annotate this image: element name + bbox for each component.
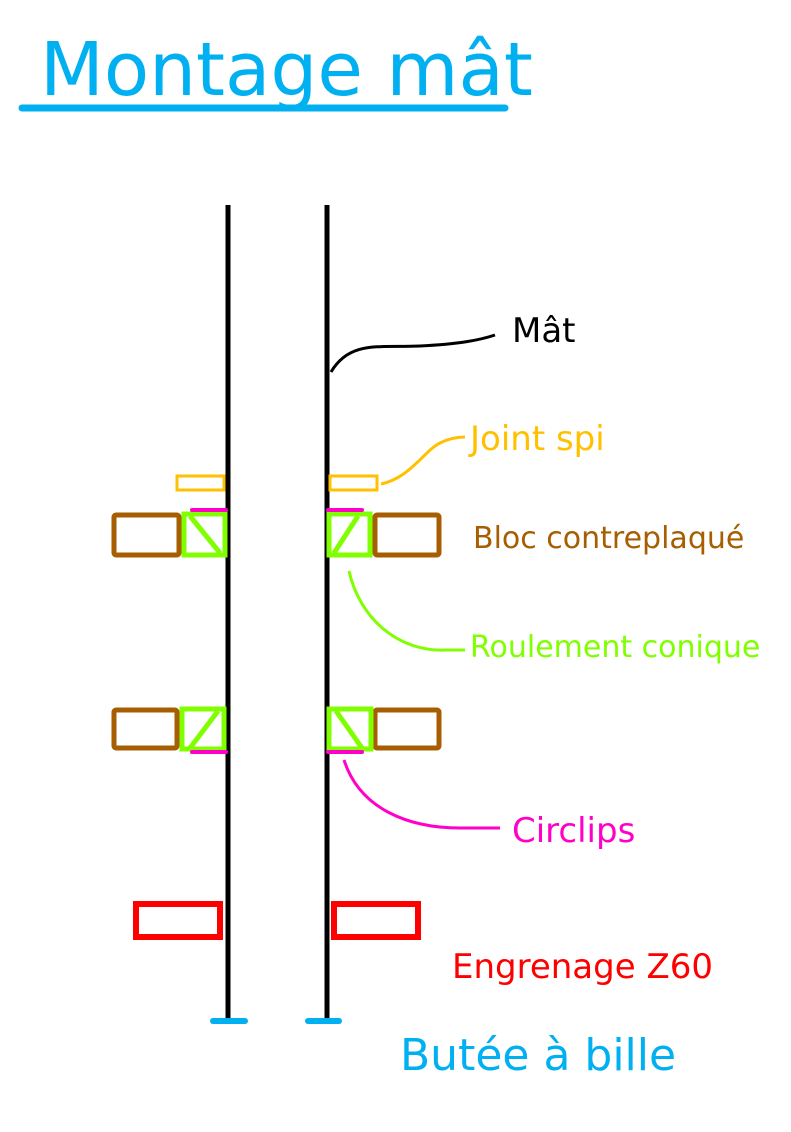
plywood-block-top-right <box>372 512 442 558</box>
tapered-bearing-top-left <box>181 511 228 558</box>
gear-right <box>331 901 421 940</box>
tapered-bearing-bottom-left <box>179 706 227 752</box>
tapered-bearing-bottom-right <box>326 706 374 752</box>
bearing-diagonal <box>188 514 222 555</box>
bearing-diagonal <box>188 709 220 750</box>
leader-line-joint-spi <box>380 435 466 486</box>
label-circlips: Circlips <box>512 811 635 851</box>
bearing-diagonal <box>331 514 361 555</box>
label-engrenage: Engrenage Z60 <box>452 947 713 987</box>
leader-line-mat <box>329 333 496 373</box>
leader-line-roulement <box>347 570 465 652</box>
shaft-seal-right <box>328 474 379 492</box>
plywood-block-bottom-right <box>372 707 442 751</box>
label-butee: Butée à bille <box>400 1030 676 1081</box>
label-roulement-conique: Roulement conique <box>470 630 760 665</box>
title: Montage mât <box>40 27 533 113</box>
label-mat: Mât <box>512 311 576 351</box>
gear-left <box>133 901 223 940</box>
shaft-seal-left <box>175 474 226 492</box>
tapered-bearing-top-right <box>326 511 373 558</box>
label-joint-spi: Joint spi <box>468 419 605 459</box>
plywood-block-bottom-left <box>111 707 180 751</box>
leader-line-circlips <box>342 759 500 830</box>
bearing-diagonal <box>333 709 365 750</box>
label-bloc-contreplaque: Bloc contreplaqué <box>473 521 744 556</box>
plywood-block-top-left <box>111 512 182 558</box>
